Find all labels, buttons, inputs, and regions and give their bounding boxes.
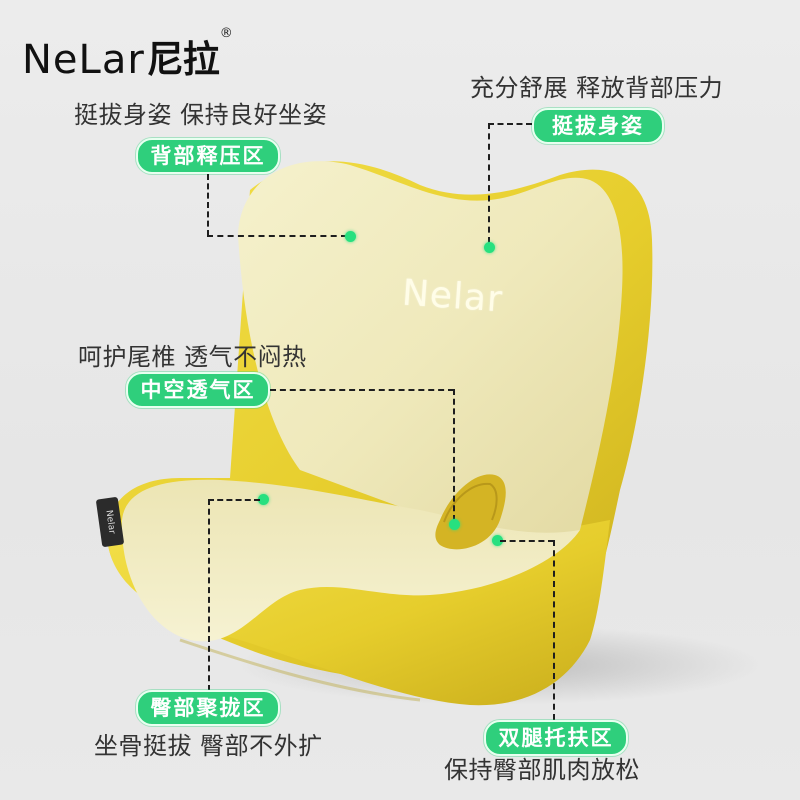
callout-caption-hollow-vent: 呵护尾椎 透气不闷热 (78, 343, 307, 371)
callout-label-posture: 挺拔身姿 (532, 108, 664, 144)
callout-caption-posture: 充分舒展 释放背部压力 (470, 74, 724, 102)
hotspot-marker (258, 494, 269, 505)
cushion-logo: Nelar (400, 272, 505, 321)
leader-line (553, 540, 555, 720)
leader-line (208, 499, 210, 691)
hotspot-marker (345, 231, 356, 242)
brand-name-chinese: 尼拉 (146, 38, 220, 81)
leader-line (453, 389, 455, 521)
registered-trademark-icon: ® (219, 26, 233, 41)
leader-line (207, 174, 209, 236)
brand-logo: NeLar 尼拉 ® (22, 26, 233, 83)
leader-line (500, 540, 554, 542)
leader-line (208, 499, 260, 501)
callout-label-hip-gather: 臀部聚拢区 (136, 690, 280, 726)
callout-caption-leg-support: 保持臀部肌肉放松 (444, 756, 640, 784)
callout-label-leg-support: 双腿托扶区 (484, 720, 628, 756)
brand-name-latin: NeLar (22, 37, 145, 83)
callout-label-back-relief: 背部释压区 (136, 138, 280, 174)
leader-line (270, 389, 454, 391)
hotspot-marker (484, 242, 495, 253)
leader-line (488, 123, 532, 125)
callout-label-hollow-vent: 中空透气区 (126, 372, 270, 408)
callout-caption-back-relief: 挺拔身姿 保持良好坐姿 (74, 101, 328, 129)
hotspot-marker (492, 535, 503, 546)
leader-line (207, 235, 347, 237)
callout-caption-hip-gather: 坐骨挺拔 臀部不外扩 (94, 732, 323, 760)
leader-line (488, 123, 490, 243)
hotspot-marker (449, 519, 460, 530)
